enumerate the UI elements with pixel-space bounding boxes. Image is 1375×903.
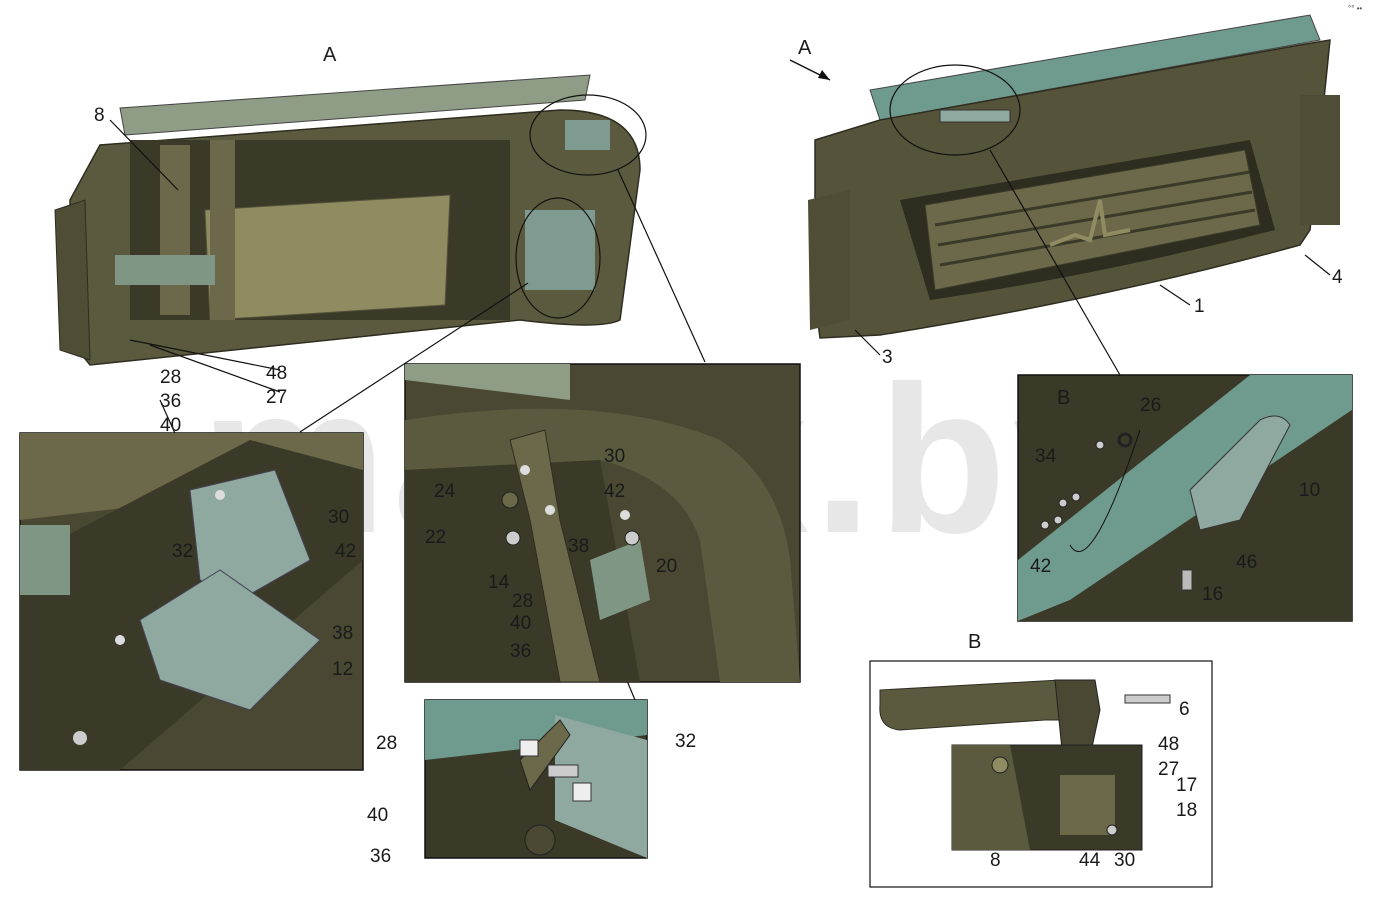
callout-40-bottom: 40 bbox=[367, 805, 389, 826]
callout-18: 18 bbox=[1176, 800, 1198, 821]
callout-12: 12 bbox=[332, 659, 354, 680]
callout-36-center: 36 bbox=[510, 641, 532, 662]
callout-42-right: 42 bbox=[1030, 556, 1052, 577]
callout-40-center: 40 bbox=[510, 613, 532, 634]
grille-rear-view bbox=[54, 74, 647, 366]
callout-48: 48 bbox=[266, 363, 288, 384]
view-a-right-title: A bbox=[798, 37, 812, 59]
callout-32: 32 bbox=[172, 541, 194, 562]
detail-panel-bottom bbox=[424, 699, 648, 859]
callout-38: 38 bbox=[332, 623, 354, 644]
callout-28-center: 28 bbox=[512, 591, 534, 612]
callout-3: 3 bbox=[882, 347, 893, 368]
callout-17: 17 bbox=[1176, 775, 1198, 796]
callout-1: 1 bbox=[1194, 296, 1205, 317]
callout-42: 42 bbox=[335, 541, 357, 562]
callout-24: 24 bbox=[434, 481, 456, 502]
callout-36-bottom: 36 bbox=[370, 846, 392, 867]
callout-40: 40 bbox=[160, 415, 182, 436]
callout-46: 46 bbox=[1236, 552, 1258, 573]
callout-34: 34 bbox=[1035, 446, 1057, 467]
callout-36: 36 bbox=[160, 391, 182, 412]
callout-44: 44 bbox=[1079, 850, 1101, 871]
callout-28-bottom: 28 bbox=[376, 733, 398, 754]
callout-8: 8 bbox=[94, 105, 105, 126]
detail-panel-left bbox=[19, 432, 364, 771]
callout-6: 6 bbox=[1179, 699, 1190, 720]
callout-28: 28 bbox=[160, 367, 182, 388]
callout-30-right: 30 bbox=[1114, 850, 1136, 871]
view-a-left-title: A bbox=[323, 44, 337, 66]
callout-14: 14 bbox=[488, 572, 510, 593]
callout-26: 26 bbox=[1140, 395, 1162, 416]
callout-16: 16 bbox=[1202, 584, 1224, 605]
callout-32-bottom: 32 bbox=[675, 731, 697, 752]
detail-panel-right-lower bbox=[869, 660, 1213, 888]
detail-b-title: B bbox=[968, 631, 982, 653]
callout-30: 30 bbox=[328, 507, 350, 528]
callout-20: 20 bbox=[656, 556, 678, 577]
callout-8-right: 8 bbox=[990, 850, 1001, 871]
view-b-label: B bbox=[1057, 387, 1071, 409]
callout-38-center: 38 bbox=[568, 536, 590, 557]
callout-27: 27 bbox=[266, 387, 288, 408]
callout-10: 10 bbox=[1299, 480, 1321, 501]
detail-panel-center bbox=[404, 363, 801, 683]
callout-42-center: 42 bbox=[604, 481, 626, 502]
callout-4: 4 bbox=[1332, 267, 1343, 288]
callout-48-right: 48 bbox=[1158, 734, 1180, 755]
callout-22: 22 bbox=[425, 527, 447, 548]
callout-27-right: 27 bbox=[1158, 759, 1180, 780]
grille-front-view bbox=[789, 14, 1340, 339]
callout-30-center: 30 bbox=[604, 446, 626, 467]
corner-mark: °° •• bbox=[1348, 4, 1363, 13]
detail-panel-right-upper bbox=[1017, 374, 1353, 622]
